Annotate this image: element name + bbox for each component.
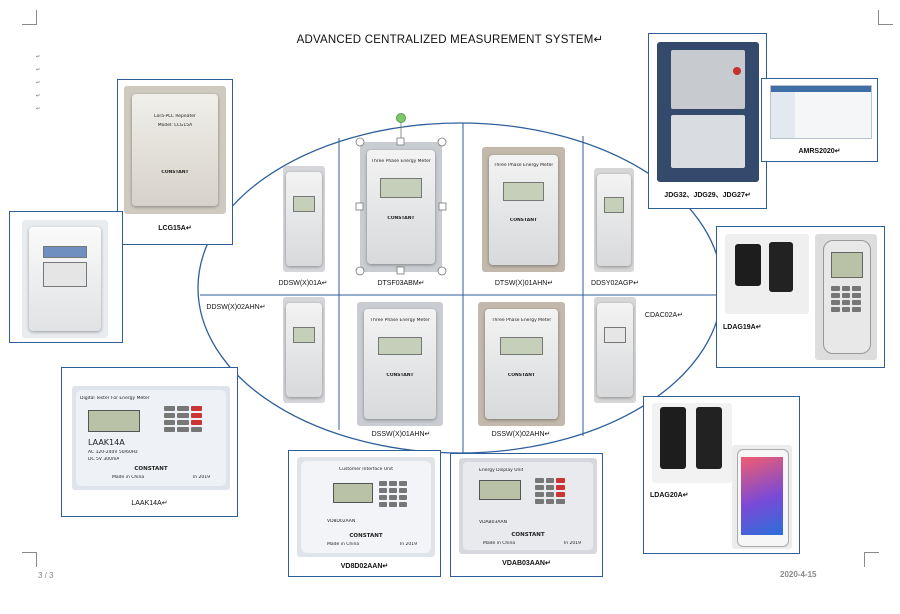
paragraph-mark: ↵ [36, 54, 41, 60]
product-photo-single-phase [22, 220, 108, 338]
paragraph-mark: ↵ [36, 80, 41, 86]
product-label-vdab03aan: VDAB03AAN↵ [502, 560, 551, 567]
product-label-laak14a: LAAK14A↵ [131, 500, 168, 507]
device-heading: Digital Tester For Energy Meter [80, 396, 150, 401]
device-model: LAAK14A [88, 438, 125, 447]
product-label-ldag20a: LDAG20A↵ [650, 492, 689, 499]
page-number: 3 / 3 [38, 571, 54, 580]
device-model: VD8D02AAN [327, 519, 356, 524]
product-photo-laak14a: Digital Tester For Energy Meter LAAK14A … [72, 386, 230, 490]
product-photo-ldag19a-adapter [725, 234, 809, 314]
meter-photo-cdac [594, 297, 636, 403]
product-label-vd8d02aan: VD8D02AAN↵ [340, 563, 389, 570]
selection-handles[interactable] [354, 110, 450, 278]
device-heading: Three Phase Energy Meter [493, 163, 554, 169]
device-brand: CONSTANT [386, 372, 414, 378]
product-frame-lcg15a: Lora-PLC Repeater Model: LCG15A CONSTANT… [117, 79, 233, 245]
meter-label-dtsf: DTSF03ABM↵ [377, 280, 425, 287]
paragraph-mark: ↵ [36, 106, 41, 112]
product-photo-ldag20a-units [652, 403, 732, 483]
product-label-ldag19a: LDAG19A↵ [723, 324, 762, 331]
meter-label-dtsw: DTSW(X)01AHN↵ [494, 280, 554, 287]
product-photo-jdg [657, 42, 759, 182]
device-year: In 2019 [399, 542, 417, 547]
meter-label-cdac: CDAC02A↵ [644, 312, 684, 319]
product-photo-vd8d02aan: Customer Interface Unit VD8D02AAN CONSTA… [297, 457, 435, 557]
product-frame-laak14a: Digital Tester For Energy Meter LAAK14A … [61, 367, 238, 517]
meter-label-ddsy: DDSY02AGP↵ [591, 280, 639, 287]
product-frame-vd8d02aan: Customer Interface Unit VD8D02AAN CONSTA… [288, 450, 441, 577]
device-brand: CONSTANT [161, 170, 189, 176]
device-year: In 2019 [192, 475, 210, 480]
device-text: Lora-PLC Repeater [154, 113, 196, 119]
device-made: Made in China [483, 541, 516, 546]
device-brand: CONSTANT [387, 216, 415, 222]
meter-photo-dtsw: Three Phase Energy Meter CONSTANT [482, 147, 565, 272]
device-heading: Three Phase Energy Meter [491, 318, 552, 324]
device-brand: CONSTANT [509, 218, 538, 224]
meter-photo-dssw01: Three Phase Energy Meter CONSTANT [357, 302, 443, 426]
device-text: Model: LCG15A [157, 122, 193, 128]
crop-mark-bottom-right [864, 552, 879, 567]
product-frame-ldag20a: LDAG20A↵ [643, 396, 800, 554]
meter-label-dssw02: DSSW(X)02AHN↵ [491, 431, 551, 438]
product-frame-vdab03aan: Energy Display Unit VDAB03AAN CONSTANT M… [450, 453, 603, 577]
crop-mark-bottom-left [22, 552, 37, 567]
product-photo-ldag19a-handheld [815, 234, 877, 360]
device-heading: Three Phase Energy Meter [370, 318, 430, 324]
meter-label-ddsw-top: DDSW(X)01A↵ [278, 280, 328, 287]
product-screenshot-amrs [770, 85, 872, 139]
meter-photo-ddsy [594, 168, 634, 272]
product-frame-amrs: AMRS2020↵ [761, 78, 878, 162]
meter-photo-ddsw-top [283, 166, 325, 272]
product-label-lcg15a: LCG15A↵ [158, 225, 192, 232]
paragraph-mark: ↵ [36, 67, 41, 73]
device-heading: Customer Interface Unit [338, 467, 394, 472]
product-photo-vdab03aan: Energy Display Unit VDAB03AAN CONSTANT M… [459, 458, 597, 554]
product-frame-jdg: JDG32、JDG29、JDG27↵ [648, 33, 767, 209]
paragraph-mark: ↵ [36, 93, 41, 99]
product-frame-ldag19a: LDAG19A↵ [716, 226, 885, 368]
device-made: Made in China [327, 542, 360, 547]
crop-mark-top-left [22, 10, 37, 25]
meter-label-dssw01: DSSW(X)01AHN↵ [371, 431, 431, 438]
document-title: ADVANCED CENTRALIZED MEASUREMENT SYSTEM↵ [296, 34, 604, 46]
product-frame-single-phase [9, 211, 123, 343]
device-brand: CONSTANT [511, 532, 545, 538]
meter-photo-dtsf: Three Phase Energy Meter CONSTANT [360, 142, 442, 272]
device-spec: DC 5V 300mA [88, 457, 120, 462]
device-heading: Energy Display Unit [479, 468, 524, 473]
device-spec: AC 120-240V 50/60Hz [88, 450, 138, 455]
device-made: Made in China [112, 475, 145, 480]
meter-photo-dssw02: Three Phase Energy Meter CONSTANT [478, 302, 565, 426]
device-heading: Three Phase Energy Meter [371, 158, 431, 164]
crop-mark-top-right [878, 10, 893, 25]
meter-label-ddsw-mid: DDSW(X)02AHN↵ [206, 304, 266, 311]
product-label-jdg: JDG32、JDG29、JDG27↵ [664, 192, 751, 199]
product-photo-ldag20a-phone [732, 445, 792, 549]
meter-photo-ddsw-mid [283, 297, 325, 403]
product-label-amrs: AMRS2020↵ [798, 148, 841, 155]
device-brand: CONSTANT [507, 372, 536, 378]
device-year: In 2019 [563, 541, 581, 546]
footer-date: 2020-4-15 [780, 570, 817, 579]
device-brand: CONSTANT [134, 466, 168, 472]
device-brand: CONSTANT [349, 533, 383, 539]
product-photo-lcg15a: Lora-PLC Repeater Model: LCG15A CONSTANT [124, 86, 226, 214]
device-model: VDAB03AAN [479, 520, 508, 525]
